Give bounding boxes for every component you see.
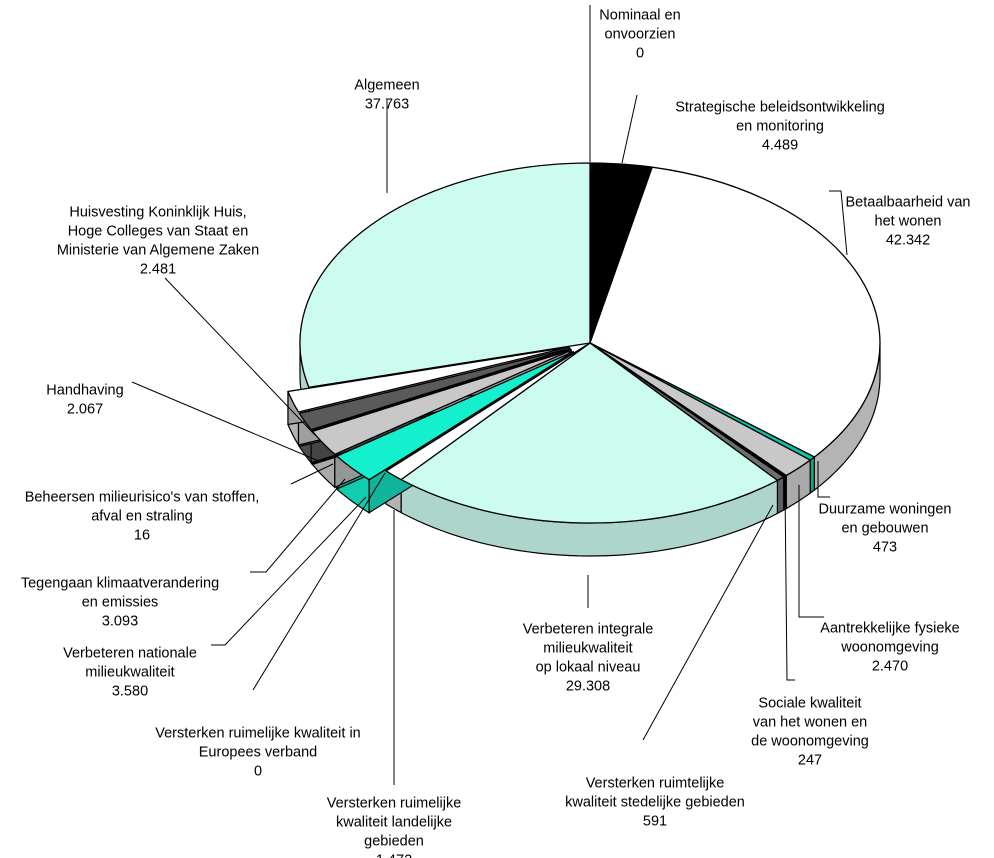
- slice-side-6: [776, 476, 785, 515]
- slice-label-4: Aantrekkelijke fysieke: [820, 621, 959, 637]
- slice-label-8: kwaliteit landelijke: [336, 815, 452, 831]
- slice-15: [299, 162, 591, 388]
- slice-label-13: Handhaving: [46, 383, 123, 399]
- slice-label-4: woonomgeving: [840, 640, 939, 656]
- slice-value-14: 2.481: [140, 262, 176, 278]
- slice-label-11: en emissies: [82, 595, 159, 611]
- slice-label-10: milieukwaliteit: [85, 665, 174, 681]
- slice-label-9: Europees verband: [199, 745, 318, 761]
- leader-line-14: [164, 277, 316, 436]
- leader-line-10: [211, 496, 367, 646]
- slice-value-8: 1.472: [376, 853, 412, 858]
- slice-9: [385, 342, 591, 472]
- slice-label-7: Verbeteren integrale: [523, 622, 654, 638]
- leader-line-6: [642, 504, 774, 741]
- slice-label-1: Strategische beleidsontwikkeling: [675, 100, 885, 116]
- slice-value-15: 37.763: [365, 97, 409, 113]
- slice-label-14: Hoge Colleges van Staat en: [68, 224, 249, 240]
- slice-2: [589, 166, 881, 458]
- slice-13: [298, 347, 571, 431]
- leader-line-11: [250, 478, 346, 573]
- slice-label-8: gebieden: [364, 834, 424, 850]
- slice-value-13: 2.067: [67, 402, 103, 418]
- slice-value-9: 0: [254, 764, 262, 780]
- slice-label-10: Verbeteren nationale: [63, 646, 197, 662]
- slice-label-8: Versterken ruimelijke: [327, 796, 462, 812]
- slice-value-7: 29.308: [566, 679, 610, 695]
- slice-label-5: de woonomgeving: [751, 734, 869, 750]
- pie-slices: [287, 162, 881, 524]
- slice-7: [400, 342, 779, 524]
- slice-label-0: onvoorzien: [605, 27, 676, 43]
- leader-line-9: [252, 472, 386, 691]
- leader-line-2: [829, 190, 848, 256]
- slice-label-14: Ministerie van Algemene Zaken: [57, 243, 259, 259]
- slice-12: [310, 348, 572, 432]
- slice-label-5: Sociale kwaliteit: [758, 696, 861, 712]
- slice-side-3: [809, 455, 816, 494]
- leader-lines: [131, 5, 848, 785]
- slice-label-12: Beheersen milieurisico's van stoffen,: [25, 490, 260, 506]
- slice-label-14: Huisvesting Koninklijk Huis,: [69, 205, 246, 221]
- slice-value-3: 473: [873, 540, 897, 556]
- slice-label-6: kwaliteit stedelijke gebieden: [565, 795, 745, 811]
- slice-label-3: Duurzame woningen: [819, 502, 952, 518]
- slice-label-1: en monitoring: [736, 119, 824, 135]
- slice-11: [311, 349, 572, 455]
- slice-label-0: Nominaal en: [599, 8, 680, 24]
- slice-value-5: 247: [798, 753, 822, 769]
- leader-line-5: [784, 487, 795, 681]
- slice-label-7: milieukwaliteit: [543, 641, 632, 657]
- leader-line-4: [798, 485, 824, 618]
- slice-value-11: 3.093: [102, 614, 138, 630]
- slice-label-3: en gebouwen: [841, 521, 928, 537]
- leader-line-3: [817, 461, 830, 498]
- slice-label-7: op lokaal niveau: [536, 660, 641, 676]
- leader-line-13: [131, 381, 322, 463]
- slice-value-1: 4.489: [762, 138, 798, 154]
- leader-line-12: [290, 463, 334, 485]
- slice-label-12: afval en straling: [91, 509, 193, 525]
- leader-line-1: [621, 94, 638, 164]
- slice-label-9: Versterken ruimelijke kwaliteit in: [155, 726, 361, 742]
- slice-value-10: 3.580: [112, 684, 148, 700]
- slice-10: [336, 351, 574, 481]
- slice-label-5: van het wonen en: [753, 715, 867, 731]
- slice-label-15: Algemeen: [354, 78, 419, 94]
- slice-label-2: Betaalbaarheid van: [846, 195, 971, 211]
- slice-value-4: 2.470: [872, 659, 908, 675]
- slice-value-2: 42.342: [886, 233, 930, 249]
- slice-value-0: 0: [636, 46, 644, 62]
- slice-value-6: 591: [643, 814, 667, 830]
- slice-label-6: Versterken ruimtelijke: [586, 776, 725, 792]
- slice-value-12: 16: [134, 528, 150, 544]
- slice-14: [287, 346, 570, 413]
- slice-label-2: het wonen: [875, 214, 942, 230]
- slice-label-11: Tegengaan klimaatverandering: [21, 576, 219, 592]
